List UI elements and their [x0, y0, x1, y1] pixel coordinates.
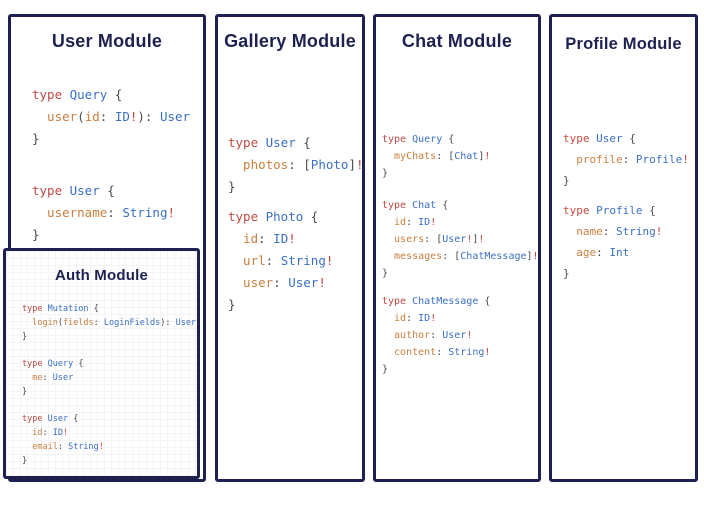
code-line: }: [228, 297, 236, 312]
code-line: }: [32, 131, 40, 146]
code-line: }: [382, 268, 389, 279]
code-line: id: ID!: [228, 231, 296, 246]
chat-module-card: Chat Module type Query { myChats: [Chat]…: [373, 14, 541, 482]
code-line: messages: [ChatMessage]!: [382, 251, 539, 262]
chat-module-title: Chat Module: [401, 31, 513, 51]
profile-module-profile-type-code: type Profile { name: String! age: Int}: [563, 200, 662, 284]
profile-module-user-type-code: type User { profile: Profile!}: [563, 128, 689, 191]
code-line: email: String!: [22, 442, 104, 452]
code-line: }: [22, 387, 28, 397]
code-line: type Query {: [22, 359, 84, 369]
chat-module-chatmessage-type-code: type ChatMessage { id: ID! author: User!…: [382, 293, 490, 378]
code-line: profile: Profile!: [563, 153, 689, 166]
code-line: }: [22, 456, 28, 466]
user-module-title: User Module: [51, 31, 163, 51]
code-line: myChats: [Chat]!: [382, 151, 491, 162]
profile-module-title: Profile Module: [565, 35, 682, 53]
code-line: age: Int: [563, 246, 630, 259]
chat-module-chat-type-code: type Chat { id: ID! users: [User!]! mess…: [382, 197, 539, 282]
code-line: type ChatMessage {: [382, 296, 491, 307]
code-line: photos: [Photo]!: [228, 157, 364, 172]
profile-module-card: Profile Module type User { profile: Prof…: [549, 14, 698, 482]
code-line: }: [228, 179, 236, 194]
code-line: }: [563, 174, 570, 187]
code-line: type User {: [228, 135, 311, 150]
user-module-user-type-code: type User { username: String!}: [32, 180, 175, 246]
code-line: url: String!: [228, 253, 334, 268]
gallery-module-user-type-code: type User { photos: [Photo]!}: [228, 132, 364, 198]
code-line: type User {: [563, 132, 636, 145]
code-line: }: [382, 364, 389, 375]
code-line: type Query {: [382, 134, 455, 145]
code-line: id: ID!: [22, 428, 69, 438]
code-line: id: ID!: [382, 313, 437, 324]
user-module-query-type-code: type Query { user(id: ID!): User}: [32, 84, 190, 150]
code-line: user(id: ID!): User: [32, 109, 191, 124]
chat-module-query-type-code: type Query { myChats: [Chat]!}: [382, 131, 490, 182]
auth-module-card: Auth Module type Mutation { login(fields…: [3, 248, 200, 479]
code-line: content: String!: [382, 347, 491, 358]
gallery-module-photo-type-code: type Photo { id: ID! url: String! user: …: [228, 206, 333, 316]
code-line: id: ID!: [382, 217, 437, 228]
code-line: type User {: [22, 414, 79, 424]
code-line: login(fields: LoginFields): User: [22, 318, 197, 328]
code-line: name: String!: [563, 225, 663, 238]
auth-module-query-type-code: type Query { me: User}: [22, 357, 83, 399]
code-line: author: User!: [382, 330, 473, 341]
code-line: username: String!: [32, 205, 176, 220]
code-line: users: [User!]!: [382, 234, 485, 245]
auth-module-mutation-type-code: type Mutation { login(fields: LoginField…: [22, 302, 196, 344]
code-line: type Profile {: [563, 204, 656, 217]
auth-module-title: Auth Module: [54, 267, 148, 284]
code-line: }: [32, 227, 40, 242]
code-line: type Mutation {: [22, 304, 99, 314]
code-line: type Photo {: [228, 209, 319, 224]
auth-module-user-type-code: type User { id: ID! email: String!}: [22, 412, 104, 468]
gallery-module-card: Gallery Module type User { photos: [Phot…: [215, 14, 365, 482]
code-line: }: [382, 168, 389, 179]
code-line: type User {: [32, 183, 115, 198]
code-line: type Query {: [32, 87, 123, 102]
code-line: me: User: [22, 373, 74, 383]
gallery-module-title: Gallery Module: [224, 31, 356, 51]
code-line: }: [563, 267, 570, 280]
code-line: }: [22, 332, 28, 342]
code-line: type Chat {: [382, 200, 449, 211]
code-line: user: User!: [228, 275, 326, 290]
